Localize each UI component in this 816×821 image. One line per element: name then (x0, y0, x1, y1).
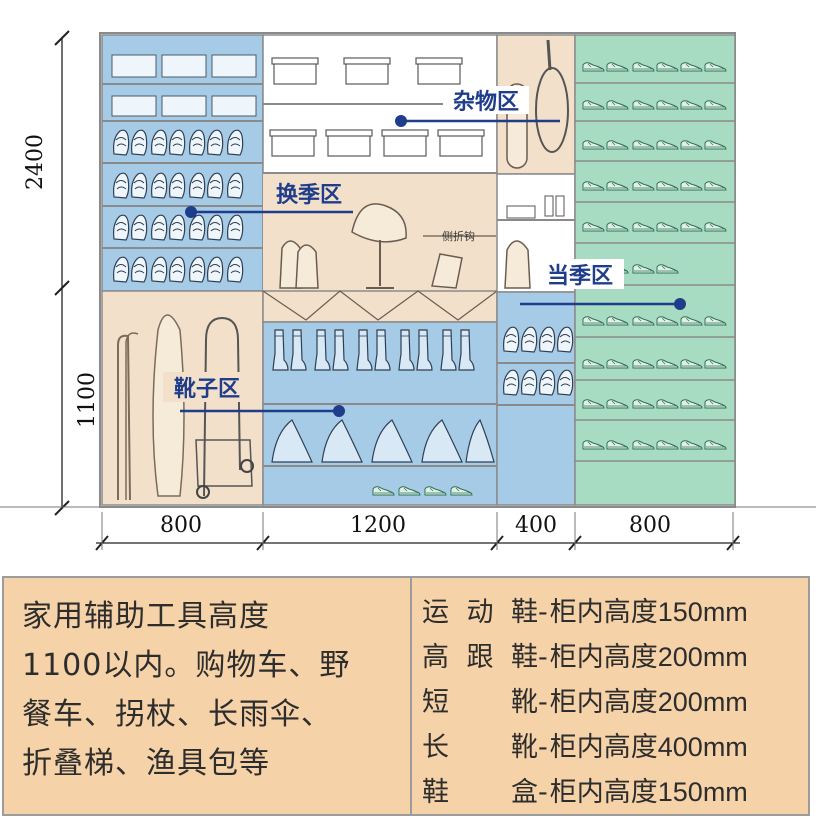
spec-text: 柜内高度 (549, 597, 658, 628)
column-left-upper (101, 34, 264, 292)
spec-value: 150 (657, 777, 703, 807)
vertical-dimension: 2400 1100 (23, 30, 100, 516)
notes-divider (410, 578, 412, 814)
spec-value: 200 (657, 687, 703, 717)
spec-separator: - (538, 777, 548, 808)
spec-separator: - (538, 687, 548, 718)
zone-label-boots: 靴子区 (174, 377, 240, 402)
note-line: 餐车、拐杖、长雨伞、 (22, 697, 332, 732)
spec-text: 柜内高度 (549, 777, 658, 808)
zone-label-off-season: 换季区 (276, 182, 342, 208)
spec-separator: - (538, 732, 548, 763)
spec-name: 长 靴 (422, 732, 538, 763)
height-mark-1100: 1100 (75, 372, 100, 428)
width-mark-800-left: 800 (160, 513, 202, 538)
spec-value: 200 (657, 642, 703, 672)
spec-name: 鞋 盒 (422, 777, 538, 808)
note-line: 折叠梯、渔具包等 (22, 746, 270, 781)
spec-value: 150 (657, 597, 703, 627)
zone-marker-off-season (185, 206, 197, 218)
spec-name: 高跟鞋 (422, 642, 538, 673)
spec-separator: - (538, 597, 548, 628)
spec-value: 400 (657, 732, 703, 762)
zone-label-current-season: 当季区 (547, 264, 613, 289)
zone-label-misc: 杂物区 (453, 89, 519, 115)
width-mark-1200: 1200 (350, 513, 406, 538)
zone-callouts: 杂物区 换季区 当季区 靴子区 (163, 86, 686, 417)
notes-panel: 家用辅助工具高度 1100以内。购物车、野 餐车、拐杖、长雨伞、 折叠梯、渔具包… (2, 576, 810, 816)
hook-label: 侧折钩 (442, 229, 475, 243)
spec-unit: mm (702, 642, 748, 672)
spec-unit: mm (702, 597, 748, 627)
zone-marker-current-season (674, 298, 686, 310)
spec-separator: - (538, 642, 548, 673)
tool-height-note: 家用辅助工具高度 1100以内。购物车、野 餐车、拐杖、长雨伞、 折叠梯、渔具包… (22, 592, 406, 788)
height-mark-2400: 2400 (23, 134, 48, 190)
spec-name: 运动鞋 (422, 597, 538, 628)
width-mark-400: 400 (515, 513, 557, 538)
column-narrow (496, 34, 576, 506)
spec-text: 柜内高度 (549, 732, 658, 763)
spec-text: 柜内高度 (549, 642, 658, 673)
zone-marker-boots (333, 405, 345, 417)
spec-unit: mm (702, 777, 748, 807)
spec-unit: mm (702, 732, 748, 762)
zone-marker-misc (395, 115, 407, 127)
note-line: 家用辅助工具高度 (22, 599, 270, 634)
horizontal-dimension: 800 1200 400 800 (0, 506, 816, 551)
column-middle: 侧折钩 (262, 34, 498, 506)
spec-text: 柜内高度 (549, 687, 658, 718)
spec-unit: mm (702, 687, 748, 717)
note-line: 1100以内。购物车、野 (22, 648, 351, 683)
width-mark-800-right: 800 (629, 513, 671, 538)
spec-name: 短 靴 (422, 687, 538, 718)
